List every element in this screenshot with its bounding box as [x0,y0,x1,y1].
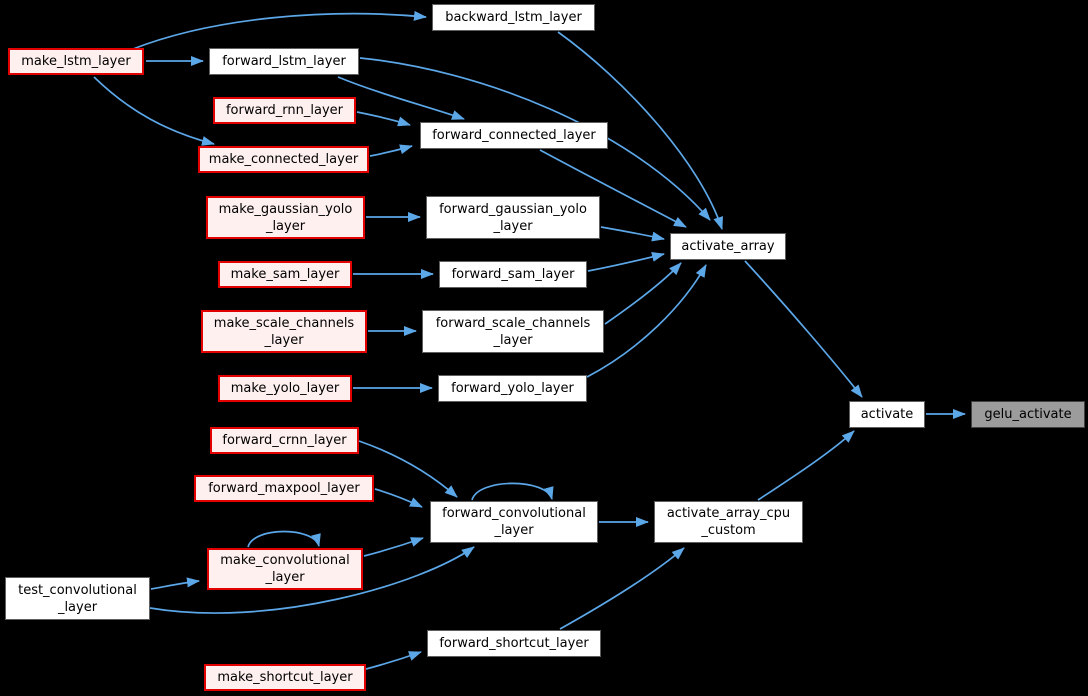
edge-make_lstm_layer-to-backward_lstm_layer [132,10,427,50]
edge-forward_connected_layer-to-activate_array [539,149,687,228]
node-label-line: _layer [493,218,533,234]
edge-make_connected_layer-to-forward_connected_layer [369,144,413,157]
node-label-line: forward_shortcut_layer [439,636,589,651]
edge-activate_array_cpu_custom-to-activate [757,430,855,501]
node-label-line: activate [860,407,914,422]
node-make_gaussian_yolo_layer[interactable]: make_gaussian_yolo_layer [206,196,365,239]
node-label-line: forward_rnn_layer [225,103,344,118]
node-make_scale_channels_layer[interactable]: make_scale_channels_layer [201,310,367,353]
node-activate[interactable]: activate [849,401,925,428]
node-label-line: make_lstm_layer [21,54,131,69]
node-label-line: _layer [265,570,305,585]
node-forward_yolo_layer[interactable]: forward_yolo_layer [438,375,587,402]
node-label-line: _custom [701,523,756,538]
edge-make_convolutional_layer-to-make_convolutional_layer [247,530,321,548]
edge-make_lstm_layer-to-make_connected_layer [93,76,215,146]
edge-activate_array-to-activate [744,260,863,398]
node-label-line: forward_connected_layer [432,128,596,143]
node-label-line: forward_sam_layer [451,267,575,282]
node-label-line: _layer [265,218,306,234]
node-make_shortcut_layer[interactable]: make_shortcut_layer [204,664,366,691]
edge-forward_crnn_layer-to-forward_convolutional_layer [358,440,458,498]
node-gelu_activate: gelu_activate [971,401,1085,428]
node-label-line: make_gaussian_yolo [218,201,353,217]
edge-backward_lstm_layer-to-activate_array [557,31,723,230]
edge-forward_lstm_layer-to-forward_connected_layer [337,76,465,120]
node-label-line: activate_array_cpu [666,506,791,521]
node-make_convolutional_layer[interactable]: make_convolutional _layer [207,548,363,590]
edge-forward_shortcut_layer-to-activate_array_cpu_custom [559,547,685,630]
node-forward_scale_channels_layer[interactable]: forward_scale_channels_layer [422,310,604,353]
edge-forward_gaussian_yolo_layer-to-activate_array [600,226,665,242]
node-forward_maxpool_layer[interactable]: forward_maxpool_layer [194,475,374,502]
node-backward_lstm_layer[interactable]: backward_lstm_layer [432,4,595,31]
node-label-line: forward_scale_channels [435,315,591,331]
edge-forward_maxpool_layer-to-forward_convolutional_layer [374,488,423,508]
edge-forward_scale_channels_layer-to-activate_array [604,262,682,325]
node-label-line: gelu_activate [984,407,1072,422]
edge-test_convolutional_layer-to-make_convolutional_layer [150,577,200,590]
node-label-line: forward_lstm_layer [222,54,346,69]
node-label-line: make_shortcut_layer [217,670,353,685]
edge-forward_sam_layer-to-activate_array [587,252,665,272]
node-forward_connected_layer[interactable]: forward_connected_layer [420,122,608,149]
edge-make_convolutional_layer-to-forward_convolutional_layer [363,537,424,557]
edge-forward_yolo_layer-to-activate_array [586,264,707,378]
edge-group [93,10,966,670]
node-label-line: _layer [57,599,98,615]
edge-forward_rnn_layer-to-forward_connected_layer [356,111,411,127]
node-label-line: make_sam_layer [230,267,340,282]
node-forward_convolutional_layer[interactable]: forward_convolutional _layer [430,501,598,543]
edge-test_convolutional_layer-to-forward_convolutional_layer [149,546,475,614]
node-label-line: _layer [493,332,533,348]
node-forward_lstm_layer[interactable]: forward_lstm_layer [209,48,359,75]
node-activate_array[interactable]: activate_array [670,233,786,260]
node-activate_array_cpu_custom[interactable]: activate_array_cpu _custom [654,501,803,543]
node-label-line: activate_array [681,239,775,254]
node-label-line: forward_yolo_layer [451,381,574,396]
node-forward_rnn_layer[interactable]: forward_rnn_layer [213,97,356,124]
node-make_lstm_layer[interactable]: make_lstm_layer [8,48,144,75]
node-label-line: make_convolutional [220,553,350,568]
node-forward_sam_layer[interactable]: forward_sam_layer [439,261,587,288]
node-label-line: make_scale_channels [213,315,355,331]
node-forward_gaussian_yolo_layer[interactable]: forward_gaussian_yolo_layer [426,196,600,239]
node-label-line: forward_gaussian_yolo [439,201,587,217]
node-label-line: make_connected_layer [208,152,359,167]
node-label-line: backward_lstm_layer [445,10,582,25]
node-test_convolutional_layer[interactable]: test_convolutional_layer [5,577,150,620]
node-label-line: forward_crnn_layer [222,433,347,448]
edge-forward_convolutional_layer-to-forward_convolutional_layer [471,482,554,501]
node-label-line: test_convolutional [18,582,137,598]
node-label-line: forward_maxpool_layer [208,481,360,496]
edge-forward_lstm_layer-to-activate_array [359,57,711,221]
node-label-line: _layer [494,523,534,538]
edge-make_shortcut_layer-to-forward_shortcut_layer [365,651,422,670]
node-label-line: forward_convolutional [442,506,586,521]
node-make_sam_layer[interactable]: make_sam_layer [218,261,352,288]
node-label-line: make_yolo_layer [230,381,340,396]
node-make_connected_layer[interactable]: make_connected_layer [198,146,369,173]
node-make_yolo_layer[interactable]: make_yolo_layer [218,375,352,402]
node-forward_shortcut_layer[interactable]: forward_shortcut_layer [427,630,601,657]
node-label-line: _layer [264,332,304,348]
node-forward_crnn_layer[interactable]: forward_crnn_layer [210,427,359,454]
